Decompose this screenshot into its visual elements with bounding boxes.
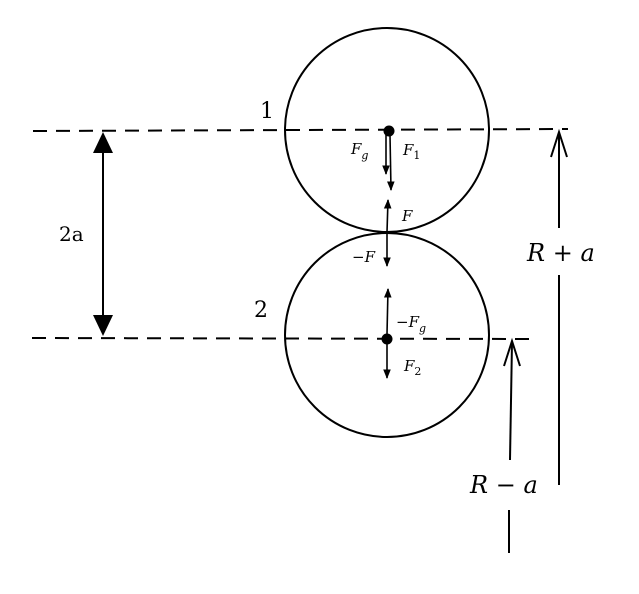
arrow-neg-fg [383, 288, 392, 335]
label-f: F [401, 207, 413, 225]
arrow-f1 [387, 134, 395, 191]
label-body-2: 2 [254, 298, 268, 323]
dashed-line-bottom [31, 337, 531, 340]
label-r-minus-a: R − a [469, 471, 538, 499]
label-body-1: 1 [260, 99, 274, 124]
dashed-line-top [32, 128, 569, 132]
center-1 [383, 125, 395, 137]
label-fg: Fg [350, 140, 368, 162]
sphere-2 [284, 232, 490, 438]
center-2 [381, 333, 393, 345]
label-f1: F1 [402, 141, 420, 162]
label-neg-fg: −Fg [396, 313, 426, 335]
separation-arrow [93, 132, 113, 336]
arrow-f [383, 199, 392, 233]
label-neg-f: −F [352, 248, 376, 266]
r-minus-a-arrow [503, 337, 521, 553]
r-plus-a-arrow [550, 128, 568, 485]
label-r-plus-a: R + a [526, 239, 595, 267]
label-separation: 2a [59, 222, 84, 246]
label-f2: F2 [403, 357, 421, 378]
